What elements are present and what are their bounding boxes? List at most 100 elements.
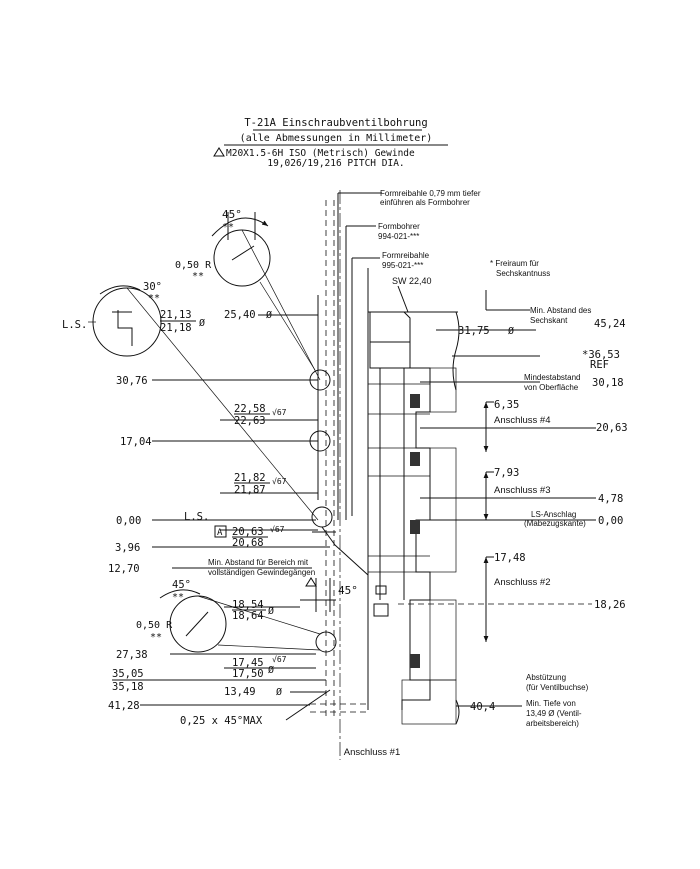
formreibahle-pn: 995-021-*** [382, 261, 423, 270]
surface-finish-67: √67 [272, 655, 287, 664]
dia-symbol: Ø [268, 605, 274, 617]
dim-17-45: 17,45 [232, 657, 264, 669]
abstuetzung-note: Abstützung [526, 673, 566, 682]
abstuetzung-note-2: (für Ventilbuchse) [526, 683, 589, 692]
min-tiefe-note-2: 13,49 Ø (Ventil- [526, 709, 582, 718]
dim-21-87: 21,87 [234, 484, 266, 496]
formreibahle-079-note: Formreibahle 0,79 mm tiefer [380, 189, 481, 198]
dim-22-63: 22,63 [234, 415, 266, 427]
dim-18-64: 18,64 [232, 610, 264, 622]
freiraum-note: * Freiraum für [490, 259, 539, 268]
min-abstand-note: Min. Abstand des [530, 306, 591, 315]
angle-30: 30° [143, 281, 162, 293]
detail-30 [88, 285, 319, 521]
formbohrer-label: Formbohrer [378, 222, 420, 231]
dia-symbol: Ø [508, 325, 514, 337]
dim-36-53: *36,53 [582, 349, 620, 361]
dim-35-18: 35,18 [112, 681, 144, 693]
dim-6-35: 6,35 [494, 399, 519, 411]
min-abstand-bereich-note: Min. Abstand für Bereich mit [208, 558, 309, 567]
angle-45-low: 45° [172, 579, 191, 591]
min-abstand-note-2: Sechskant [530, 316, 568, 325]
dim-20-63: 20,63 [232, 526, 264, 538]
stars-30: ** [148, 293, 160, 304]
ref-label: REF [590, 359, 609, 371]
dim-45-24: 45,24 [594, 318, 626, 330]
dim-0-00-right: 0,00 [598, 515, 623, 527]
triangle-icon [305, 577, 317, 587]
anschluss-4-label: Anschluss #4 [494, 415, 551, 426]
dim-18-26: 18,26 [594, 599, 626, 611]
drawing-subtitle: (alle Abmessungen in Millimeter) [240, 133, 433, 144]
detail-low [159, 589, 321, 653]
dia-symbol: Ø [266, 309, 272, 321]
dim-18-54: 18,54 [232, 599, 264, 611]
radius-top: 0,50 R [175, 260, 212, 271]
dim-27-38: 27,38 [116, 649, 148, 661]
min-abstand-bereich-note-2: vollständigen Gewindegängen [208, 568, 315, 577]
stars-low: ** [172, 592, 184, 603]
dim-41-28: 41,28 [108, 700, 140, 712]
cavity-section [310, 190, 460, 760]
thread-spec: M20X1.5-6H ISO (Metrisch) Gewinde [226, 148, 415, 159]
dim-31-75: 31,75 [458, 325, 490, 337]
formreibahle-079-note-2: einführen als Formbohrer [380, 198, 470, 207]
sw-label: SW 22,40 [392, 276, 432, 286]
ls-anschlag-label: LS-Anschlag [531, 510, 576, 519]
stars-radius-low: ** [150, 632, 162, 643]
dim-20-63-right: 20,63 [596, 422, 628, 434]
dim-21-18: 21,18 [160, 322, 192, 334]
dim-35-05: 35,05 [112, 668, 144, 680]
anschluss-1-label: Anschluss #1 [344, 747, 401, 758]
dim-4-78: 4,78 [598, 493, 623, 505]
dim-0-00-left: 0,00 [116, 515, 141, 527]
dim-20-68: 20,68 [232, 537, 264, 549]
angle-45-mid: 45° [338, 584, 358, 597]
dim-21-82: 21,82 [234, 472, 266, 484]
stars-radius-top: ** [192, 271, 204, 282]
pitch-spec: 19,026/19,216 PITCH DIA. [267, 158, 404, 169]
datum-a-box: A [217, 528, 223, 538]
tool-profile [300, 200, 369, 720]
dia-symbol: Ø [276, 686, 282, 698]
dimension-lines [140, 192, 596, 721]
angle-45-top: 45° [222, 208, 242, 221]
surface-finish-67: √67 [270, 525, 285, 534]
dim-25-40: 25,40 [224, 309, 256, 321]
min-tiefe-note-3: arbeitsbereich) [526, 719, 579, 728]
dim-22-58: 22,58 [234, 403, 266, 415]
dim-17-48: 17,48 [494, 552, 526, 564]
dim-40-4: 40,4 [470, 701, 495, 713]
dim-21-13: 21,13 [160, 309, 192, 321]
ls-anschlag-label-2: (Mabezugskante) [524, 519, 586, 528]
triangle-icon [213, 147, 225, 157]
ls-mid-label: L.S. [184, 511, 209, 523]
dim-30-18: 30,18 [592, 377, 624, 389]
surface-finish-67: √67 [272, 408, 287, 417]
formbohrer-pn: 994-021-*** [378, 232, 419, 241]
chamfer-note: 0,25 x 45°MAX [180, 715, 263, 727]
dim-30-76: 30,76 [116, 375, 148, 387]
min-tiefe-note: Min. Tiefe von [526, 699, 576, 708]
dim-17-04: 17,04 [120, 436, 152, 448]
surface-finish-67: √67 [272, 477, 287, 486]
formreibahle-label: Formreibahle [382, 251, 430, 260]
dim-12-70: 12,70 [108, 563, 140, 575]
drawing-title: T-21A Einschraubventilbohrung [244, 117, 427, 129]
dim-13-49: 13,49 [224, 686, 256, 698]
anschluss-3-label: Anschluss #3 [494, 485, 551, 496]
dim-17-50: 17,50 [232, 668, 264, 680]
radius-low: 0,50 R [136, 620, 173, 631]
mindestabstand-note-2: von Oberfläche [524, 383, 579, 392]
anschluss-2-label: Anschluss #2 [494, 577, 551, 588]
dim-3-96: 3,96 [115, 542, 140, 554]
dia-symbol: Ø [199, 317, 205, 329]
stars-top: ** [222, 222, 234, 233]
ls-left-label: L.S. [62, 319, 87, 331]
detail-top [211, 212, 321, 381]
dim-7-93: 7,93 [494, 467, 519, 479]
dia-symbol: Ø [268, 664, 274, 676]
mindestabstand-note: Mindestabstand [524, 373, 580, 382]
freiraum-note-2: Sechskantnuss [496, 269, 550, 278]
